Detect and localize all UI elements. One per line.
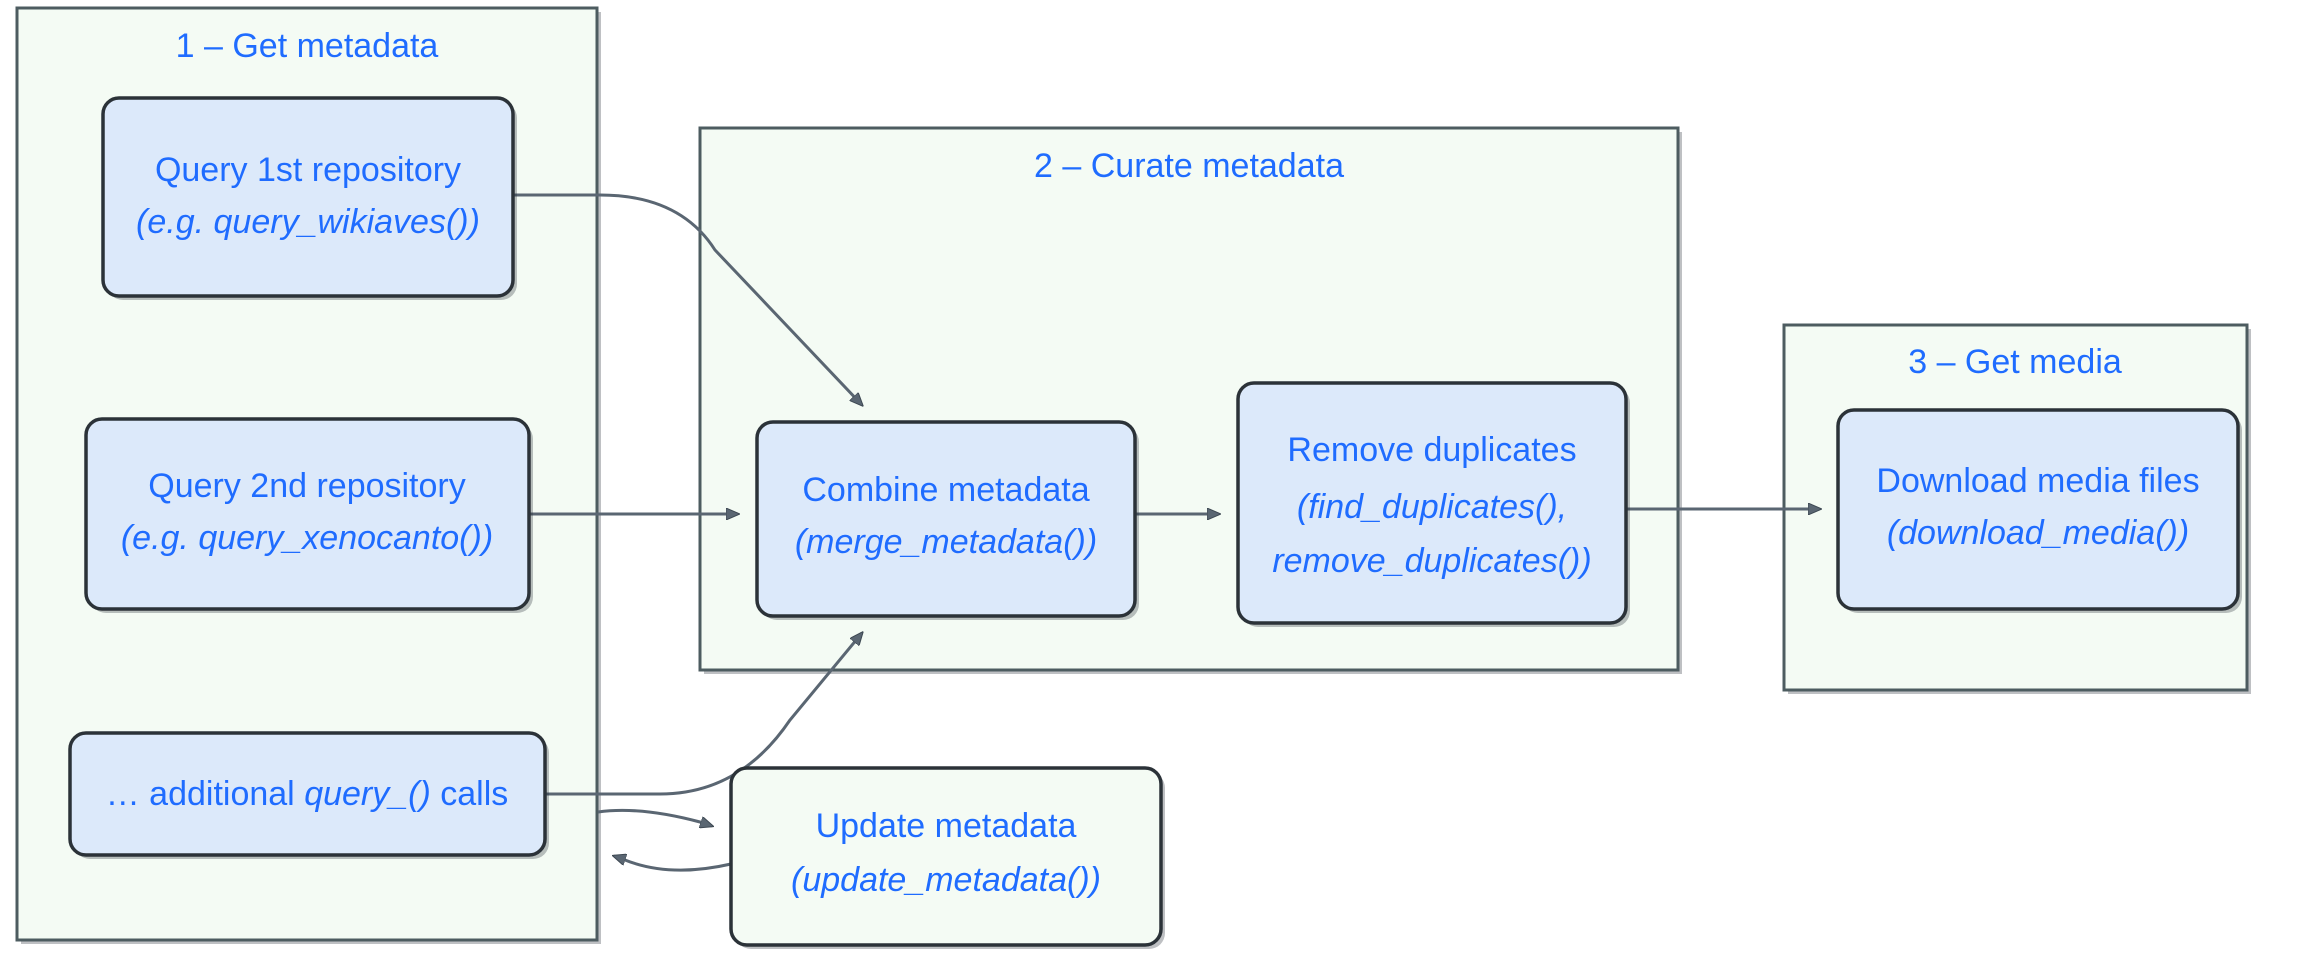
node-query-1st-line-1: Query 1st repository [155,151,461,189]
group-3-title: 3 – Get media [1908,343,2122,381]
node-combine-metadata-rect[interactable] [755,420,1137,618]
node-remove-duplicates-rect[interactable] [1236,381,1628,625]
node-additional-queries-label: … additional query_() calls [106,775,509,813]
node-update-metadata-rect[interactable] [729,766,1163,947]
node-update-metadata[interactable]: Update metadata (update_metadata()) [729,766,1165,949]
edge-update-to-additional [614,856,732,872]
additional-prefix: … additional [106,775,304,813]
additional-suffix: calls [431,775,508,813]
node-query-1st[interactable]: Query 1st repository (e.g. query_wikiave… [101,96,517,300]
additional-code: query_() [304,775,431,813]
node-query-1st-line-2: (e.g. query_wikiaves()) [136,203,480,241]
group-1-title: 1 – Get metadata [176,27,439,65]
node-query-2nd-line-2: (e.g. query_xenocanto()) [121,519,493,557]
node-download-media-line-1: Download media files [1876,462,2199,500]
node-remove-duplicates-line-2: (find_duplicates(), [1297,488,1567,526]
node-additional-queries[interactable]: … additional query_() calls [68,731,549,859]
node-query-2nd-line-1: Query 2nd repository [148,467,466,505]
edge-query1-to-combine [513,193,862,405]
node-additional-queries-rect[interactable] [68,731,547,857]
node-update-metadata-line-2: (update_metadata()) [791,861,1101,899]
node-download-media[interactable]: Download media files (download_media()) [1836,408,2242,613]
node-download-media-line-2: (download_media()) [1887,514,2189,552]
node-remove-duplicates-line-3: remove_duplicates()) [1272,542,1591,580]
node-combine-metadata[interactable]: Combine metadata (merge_metadata()) [755,420,1139,620]
node-query-2nd-rect[interactable] [84,417,531,611]
node-remove-duplicates-line-1: Remove duplicates [1287,431,1576,469]
node-query-1st-rect[interactable] [101,96,515,298]
node-download-media-rect[interactable] [1836,408,2240,611]
node-combine-metadata-line-1: Combine metadata [802,471,1089,509]
node-query-2nd[interactable]: Query 2nd repository (e.g. query_xenocan… [84,417,533,613]
edge-additional-to-update [597,808,712,826]
group-2-title: 2 – Curate metadata [1034,147,1344,185]
node-update-metadata-line-1: Update metadata [816,807,1077,845]
node-combine-metadata-line-2: (merge_metadata()) [795,523,1097,561]
node-remove-duplicates[interactable]: Remove duplicates (find_duplicates(), re… [1236,381,1630,627]
